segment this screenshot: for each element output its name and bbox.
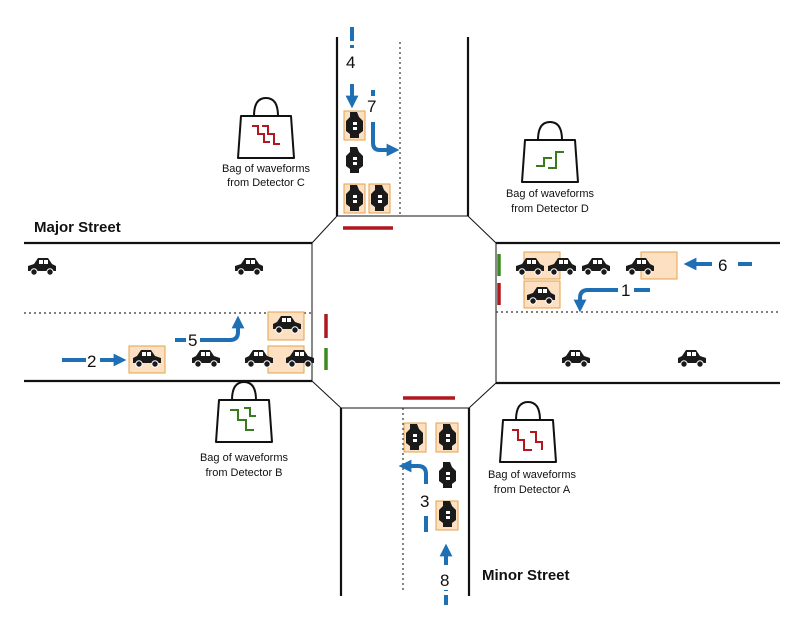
arrow-icon-7b [371, 122, 400, 157]
car-icon [245, 350, 273, 368]
car-icon [439, 424, 456, 450]
car-icon [678, 350, 706, 368]
bag-a-line2: from Detector A [494, 484, 571, 496]
movement-label-2: 2 [87, 352, 96, 371]
car-icon [582, 258, 610, 276]
movement-label-3: 3 [420, 492, 429, 511]
car-icon [548, 258, 576, 276]
car-icon [286, 350, 314, 368]
car-icon [133, 350, 161, 368]
car-icon [346, 147, 363, 173]
car-icon [371, 185, 388, 211]
movement-labels: 4 7 2 5 6 1 3 8 [87, 53, 727, 590]
bag-a-line1: Bag of waveforms [488, 469, 577, 481]
movement-label-4: 4 [346, 53, 355, 72]
car-icon [406, 424, 423, 450]
arrow-icon-5b [200, 315, 245, 342]
car-icon [346, 185, 363, 211]
major-street-label: Major Street [34, 219, 121, 236]
bag-b-line2: from Detector B [205, 467, 282, 479]
bag-b-line1: Bag of waveforms [200, 452, 289, 464]
car-icon [192, 350, 220, 368]
arrow-icon-3b [398, 459, 428, 484]
movement-label-8: 8 [440, 571, 449, 590]
car-icon [235, 258, 263, 276]
bag-icon-d [521, 120, 579, 183]
signal-bars [324, 226, 501, 400]
car-icon [346, 112, 363, 138]
bag-d-line1: Bag of waveforms [506, 188, 595, 200]
bag-c-line1: Bag of waveforms [222, 163, 311, 175]
bag-icon-b [215, 380, 273, 443]
car-icon [527, 287, 555, 305]
lane-dividers [24, 42, 778, 592]
movement-label-5: 5 [188, 331, 197, 350]
movement-label-1: 1 [621, 281, 630, 300]
car-icon [516, 258, 544, 276]
bag-icon-a [499, 400, 557, 463]
arrow-icon-1b [573, 288, 618, 313]
movement-label-6: 6 [718, 256, 727, 275]
car-icon [439, 501, 456, 527]
road-edges [24, 37, 780, 596]
bag-d-line2: from Detector D [511, 203, 589, 215]
intersection-box [311, 215, 497, 409]
car-icon [28, 258, 56, 276]
car-icon [562, 350, 590, 368]
car-icon [626, 258, 654, 276]
car-icon [439, 462, 456, 488]
movement-label-7: 7 [367, 97, 376, 116]
bag-c-line2: from Detector C [227, 177, 305, 189]
movement-arrows [62, 27, 752, 605]
vehicles [28, 112, 706, 527]
minor-street-label: Minor Street [482, 567, 570, 584]
car-icon [273, 316, 301, 334]
bag-icon-c [237, 96, 295, 159]
